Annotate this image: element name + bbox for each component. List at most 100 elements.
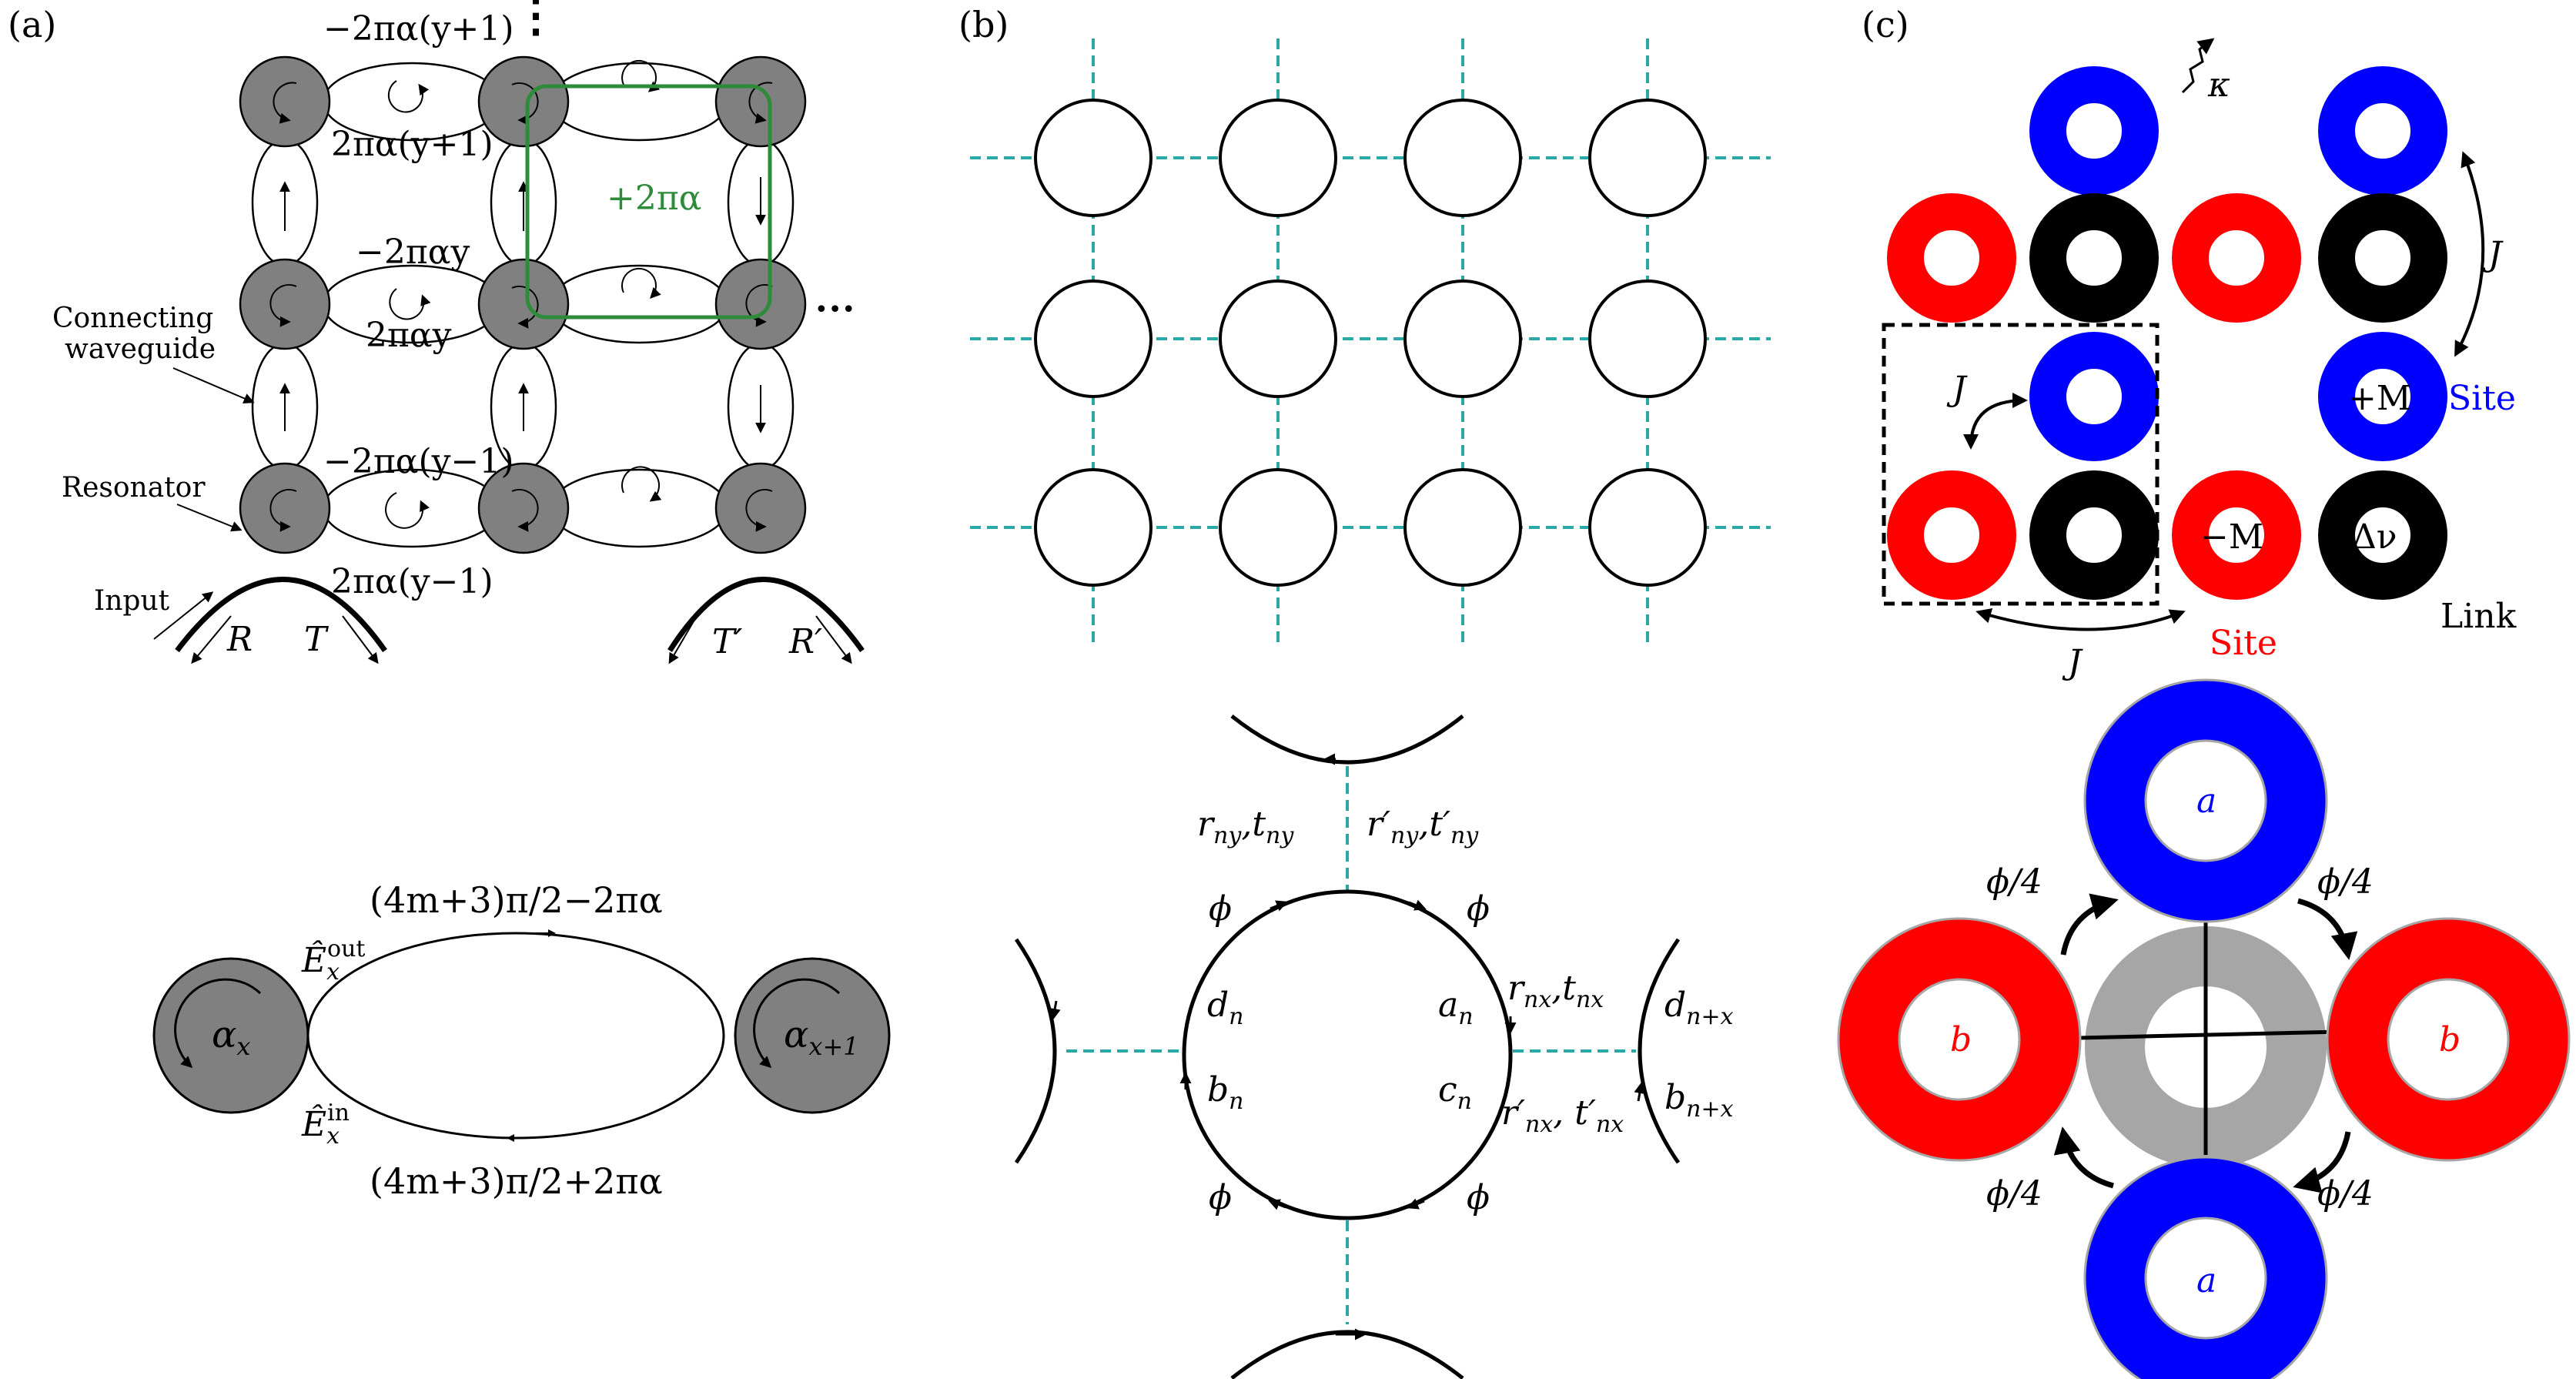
- input-bus-waveguide: [175, 577, 387, 653]
- phase-phi: ϕ: [1467, 889, 1490, 929]
- mode-b-right: b: [2439, 1020, 2461, 1059]
- phase-phi: ϕ: [1209, 889, 1232, 929]
- mode-d-n: dn: [1207, 986, 1244, 1030]
- loop-phase-label: +2πα: [607, 179, 702, 218]
- unit-cell-detail: rny,tny r′ny,t′ny rnx,tnx r′nx, t′nx ϕ ϕ…: [1014, 715, 1734, 1379]
- top-neighbor-ring: [1230, 715, 1464, 765]
- lattice-rings: [1034, 99, 1707, 587]
- mode-b-left: b: [1950, 1020, 1972, 1059]
- mode-b-n: bn: [1207, 1070, 1244, 1115]
- blue-ring: [2318, 332, 2447, 461]
- resonators: [239, 55, 807, 554]
- mode-b-n-plus-x: bn+x: [1664, 1078, 1734, 1123]
- resonator-label: Resonator: [62, 472, 206, 504]
- h-ring: [549, 468, 729, 548]
- panel-b-tag: (b): [958, 4, 1009, 45]
- h-ring: [322, 468, 502, 548]
- panel-c: (c) κ J J J +M −M Δν Site Site Link: [1837, 4, 2571, 1379]
- alpha-x-symbol: αx: [212, 1013, 250, 1061]
- resonator-x: [152, 957, 309, 1114]
- blue-ring: [2029, 332, 2159, 461]
- phase-top-upper: −2πα(y+1): [323, 9, 514, 49]
- panel-c-tag: (c): [1862, 4, 1909, 45]
- left-neighbor-ring: [1014, 938, 1057, 1164]
- resonator-arrows: [269, 82, 773, 532]
- black-ring: [2318, 470, 2447, 600]
- panel-a-tag: (a): [8, 4, 56, 45]
- mode-c-n: cn: [1438, 1070, 1472, 1115]
- plaquette-loop: [525, 84, 772, 320]
- phase-phi-quarter: ϕ/4: [1986, 1174, 2042, 1213]
- output-bus-waveguide: [667, 577, 865, 653]
- red-ring-left: [1839, 919, 2079, 1160]
- site-label-red: Site: [2210, 624, 2277, 663]
- transmission-T-prime: T′: [712, 622, 742, 661]
- resonator: [477, 462, 570, 554]
- resonator: [239, 55, 331, 148]
- phase-bot-upper: −2πα(y−1): [323, 442, 514, 481]
- phase-phi: ϕ: [1209, 1178, 1232, 1217]
- mode-a-n: an: [1438, 986, 1474, 1030]
- minus-M-label: −M: [2200, 517, 2263, 557]
- right-neighbor-ring: [1638, 938, 1681, 1164]
- mode-a-top: a: [2196, 782, 2216, 821]
- site-link-lattice: [1887, 66, 2447, 600]
- resonator: [239, 258, 331, 350]
- horizontal-ellipsis: •••: [815, 296, 855, 323]
- reflection-R-prime: R′: [788, 622, 822, 661]
- unit-ring: [1182, 889, 1513, 1220]
- resonator: [714, 258, 807, 350]
- phase-bot-lower: 2πα(y−1): [331, 562, 493, 601]
- plaquette-detail: a a b b ϕ/4 ϕ/4 ϕ/4 ϕ/4: [1837, 678, 2571, 1379]
- red-ring: [1887, 193, 2016, 323]
- panel-b: (b): [958, 4, 1771, 1379]
- site-label-blue: Site: [2448, 379, 2516, 418]
- detail-coupling-ring: [306, 932, 725, 1140]
- loss-arrow: [2181, 38, 2215, 94]
- E-out-label: Êxout: [301, 936, 366, 986]
- connecting-pointer: [172, 367, 255, 404]
- resonator-pointer: [176, 504, 243, 532]
- phase-phi: ϕ: [1467, 1178, 1490, 1217]
- kappa-label: κ: [2207, 65, 2230, 105]
- J-label: J: [2482, 235, 2504, 274]
- bottom-neighbor-ring: [1230, 1330, 1464, 1379]
- resonator: [239, 462, 331, 554]
- panel-a: (a): [8, 0, 891, 1202]
- top-coupling-r-t: rny,tny: [1197, 805, 1294, 849]
- J-label: J: [2062, 643, 2083, 682]
- resonator-x-plus-1: [734, 957, 891, 1114]
- detail-lower-phase: (4m+3)π/2+2πα: [370, 1160, 663, 1202]
- reflection-R: R: [226, 620, 253, 659]
- resonator: [477, 55, 570, 148]
- mode-d-n-plus-x: dn+x: [1664, 986, 1734, 1030]
- phase-top-lower: 2πα(y+1): [331, 125, 493, 164]
- transmission-T: T: [304, 620, 330, 659]
- resonator: [714, 55, 807, 148]
- black-ring: [2029, 470, 2159, 600]
- link-label: Link: [2441, 597, 2517, 636]
- phase-phi-quarter: ϕ/4: [2317, 862, 2374, 902]
- blue-ring: [2029, 66, 2159, 196]
- right-coupling-r-t: rnx,tnx: [1507, 969, 1604, 1013]
- connecting-label-line1: Connecting: [52, 303, 213, 334]
- detail-upper-phase: (4m+3)π/2−2πα: [370, 879, 663, 921]
- delta-nu-label: Δν: [2352, 517, 2397, 557]
- ring-arrows: [279, 60, 766, 529]
- phase-phi-quarter: ϕ/4: [2317, 1174, 2374, 1213]
- alpha-x-plus-1-symbol: αx+1: [784, 1013, 859, 1061]
- red-ring: [2172, 193, 2301, 323]
- mode-a-bottom: a: [2196, 1261, 2216, 1300]
- connecting-label-line2: waveguide: [65, 333, 216, 365]
- phase-phi-quarter: ϕ/4: [1986, 862, 2042, 902]
- top-coupling-r-t-prime: r′ny,t′ny: [1367, 805, 1479, 849]
- blue-ring-top: [2086, 681, 2326, 921]
- input-label: Input: [94, 585, 170, 617]
- plus-M-label: +M: [2348, 379, 2411, 418]
- unit-cell-box: [1882, 323, 2159, 606]
- vertical-ellipsis: ⋮: [513, 0, 559, 42]
- J-label: J: [1946, 370, 1968, 409]
- blue-ring-bottom: [2086, 1158, 2326, 1379]
- resonator: [477, 258, 570, 350]
